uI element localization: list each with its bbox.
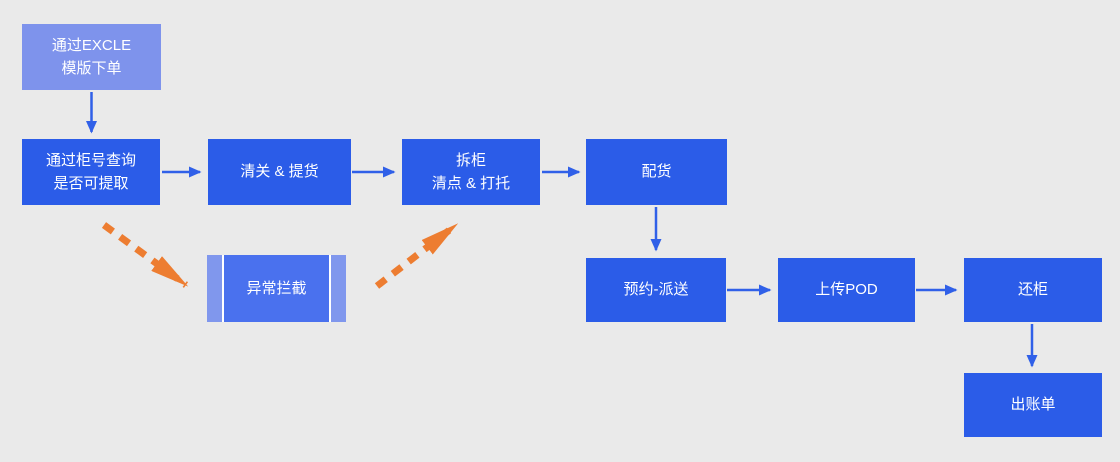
exception-side-bar-right: [331, 255, 346, 322]
node-exception-intercept: 异常拦截: [207, 255, 346, 322]
connector-query-to-exception: [101, 222, 189, 288]
exception-center: 异常拦截: [224, 255, 329, 322]
node-appointment-delivery: 预约-派送: [586, 258, 726, 322]
node-allocation: 配货: [586, 139, 727, 205]
node-upload-pod: 上传POD: [778, 258, 915, 322]
node-label: 异常拦截: [246, 279, 307, 297]
node-label: 清关 & 提货: [240, 163, 319, 181]
node-label: 预约-派送: [623, 281, 689, 299]
node-billing-statement: 出账单: [964, 373, 1102, 437]
node-customs-and-pickup: 清关 & 提货: [208, 139, 351, 205]
node-return-container: 还柜: [964, 258, 1102, 322]
node-container-number-query: 通过柜号查询 是否可提取: [22, 139, 160, 205]
node-label: 拆柜 清点 & 打托: [431, 151, 511, 192]
exception-side-bar-left: [207, 255, 222, 322]
node-devan-count-palletize: 拆柜 清点 & 打托: [402, 139, 540, 205]
node-label: 还柜: [1017, 281, 1048, 299]
node-label: 通过柜号查询 是否可提取: [45, 151, 136, 192]
node-excel-template-order: 通过EXCLE 模版下单: [22, 24, 161, 90]
node-label: 上传POD: [815, 281, 878, 299]
node-label: 出账单: [1010, 396, 1056, 414]
node-label: 配货: [641, 163, 672, 181]
connector-exception-to-devan: [374, 222, 459, 289]
node-label: 通过EXCLE 模版下单: [51, 36, 132, 77]
